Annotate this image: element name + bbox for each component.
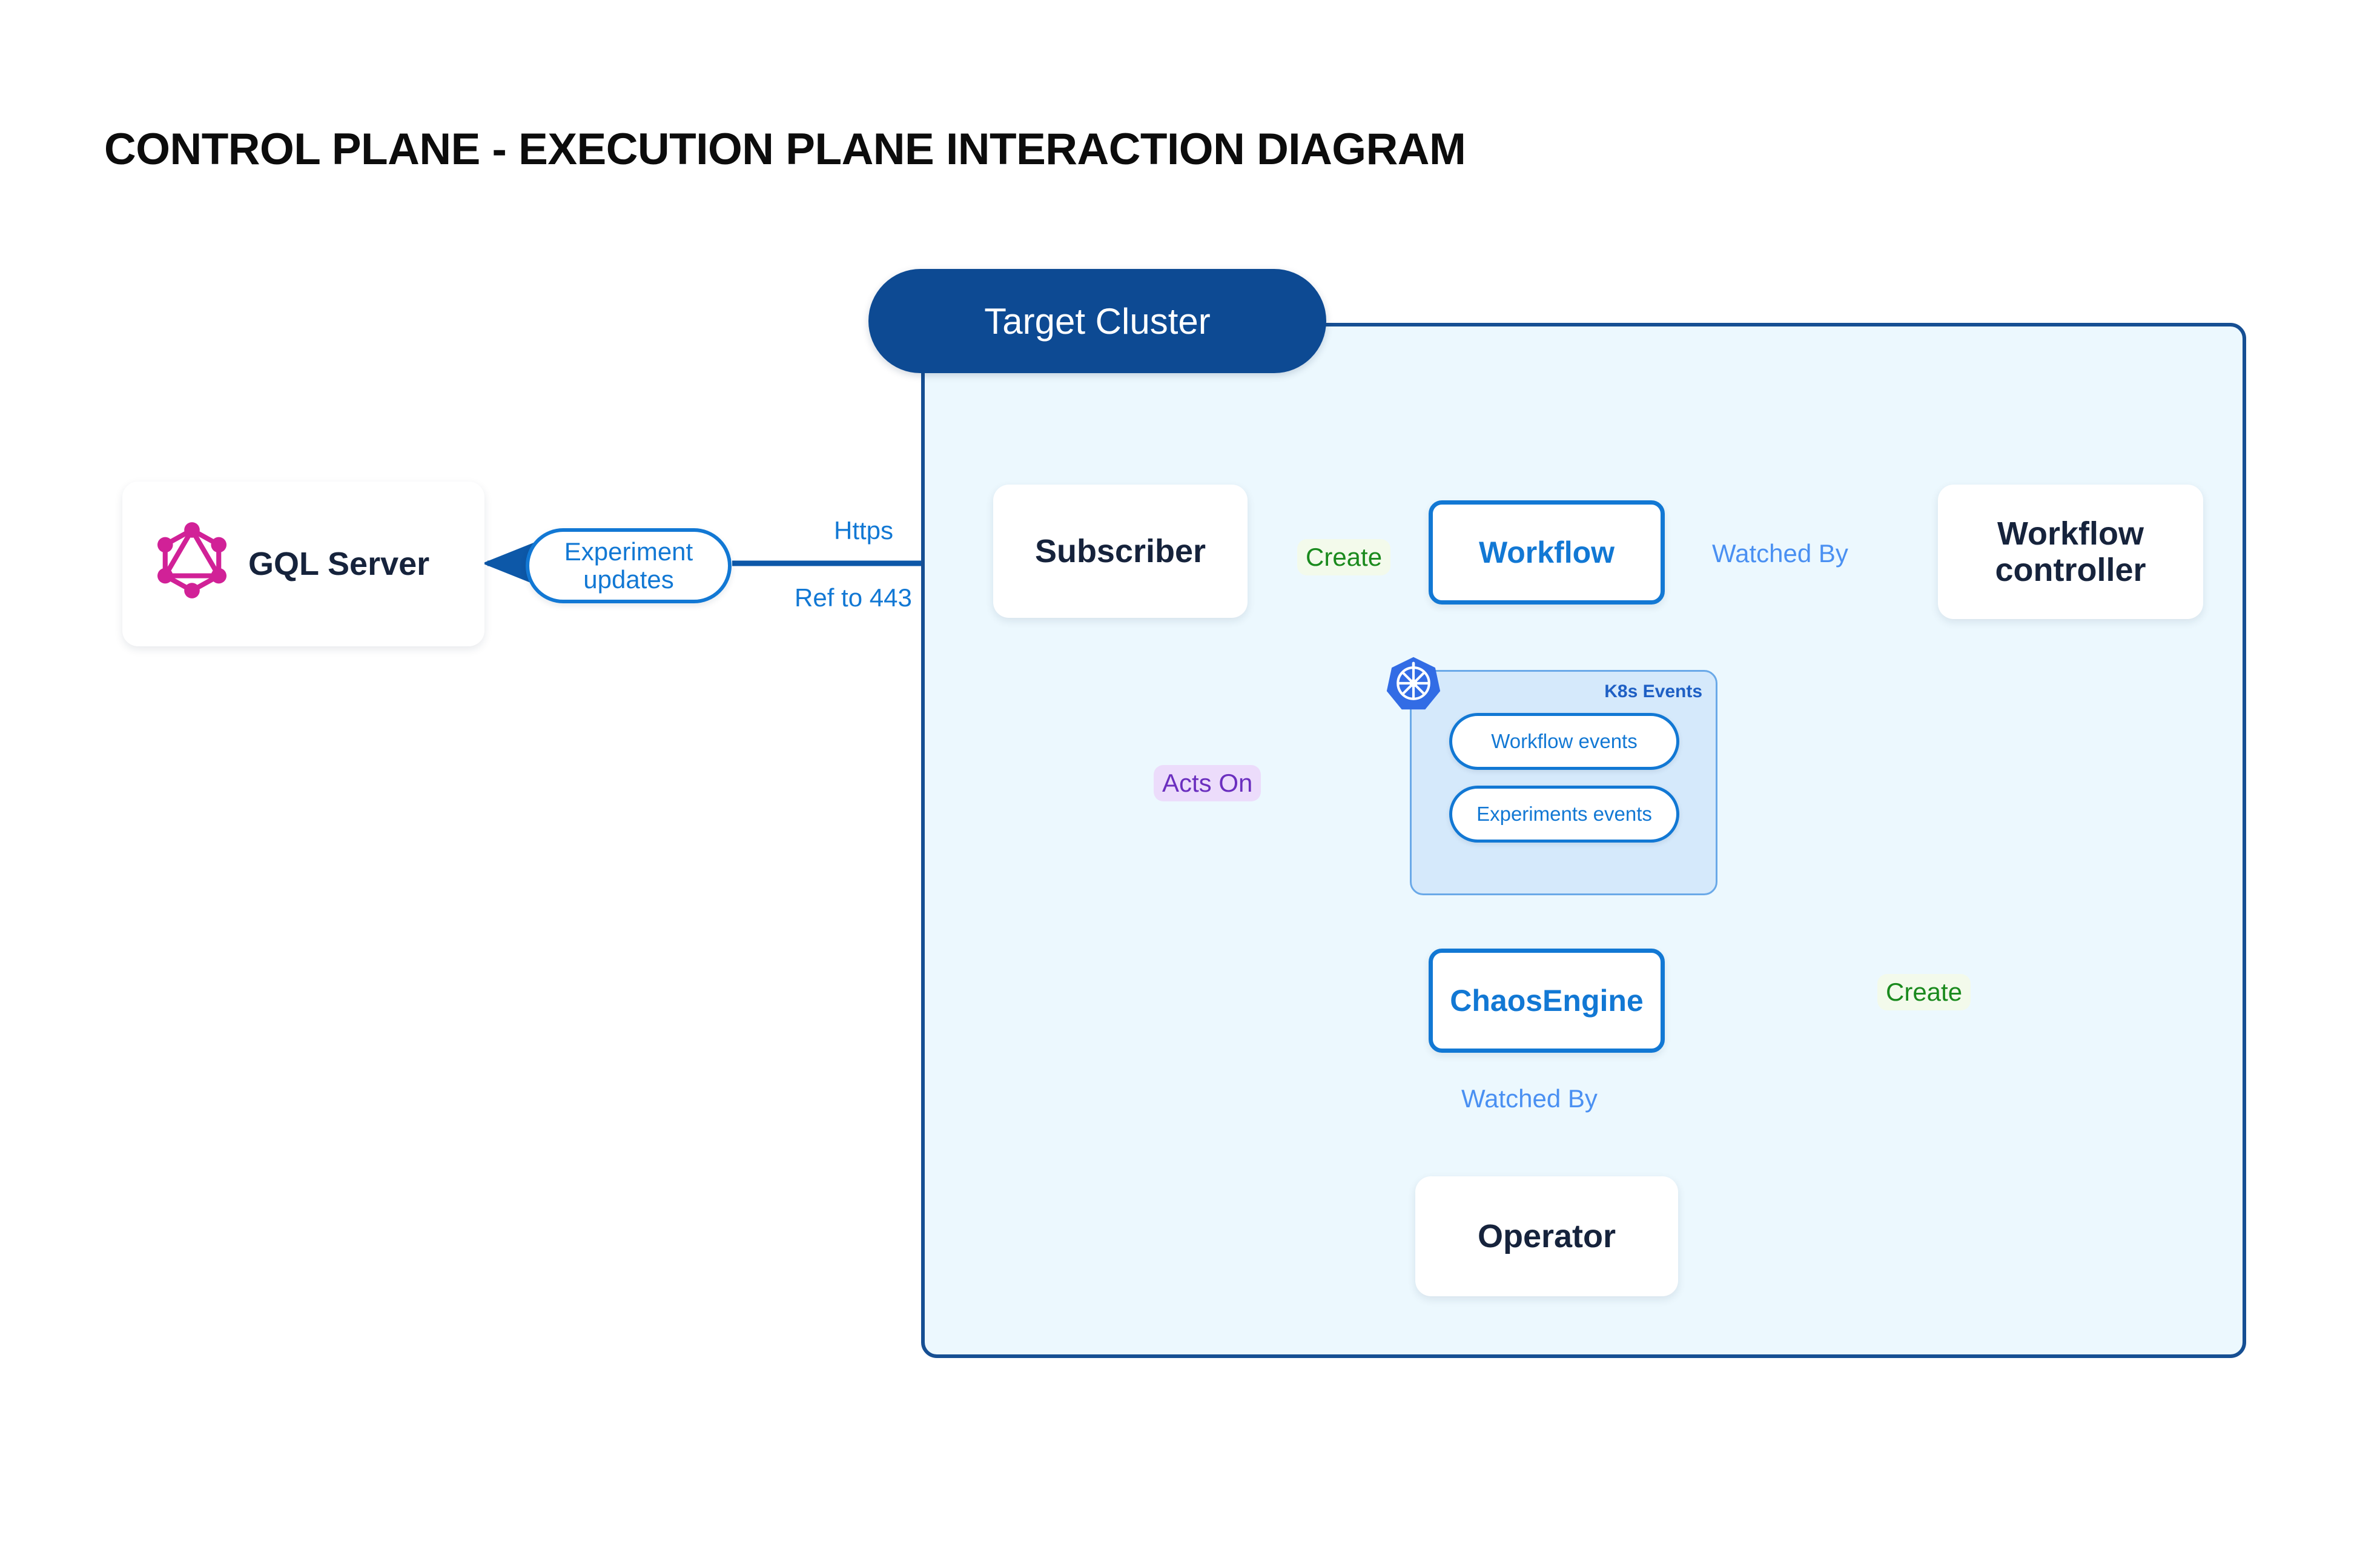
node-workflow-controller[interactable]: Workflow controller — [1938, 485, 2203, 619]
edge-label-ref-to-443: Ref to 443 — [795, 583, 912, 612]
target-cluster-badge: Target Cluster — [868, 269, 1326, 373]
node-chaosengine-label: ChaosEngine — [1450, 984, 1644, 1018]
kubernetes-logo-icon — [1386, 655, 1441, 711]
k8s-event-experiments-events[interactable]: Experiments events — [1449, 786, 1679, 843]
node-subscriber-label: Subscriber — [1034, 533, 1206, 569]
edge-label-https: Https — [834, 516, 894, 545]
node-subscriber[interactable]: Subscriber — [993, 485, 1248, 618]
k8s-events-group-label: K8s Events — [1604, 681, 1702, 701]
edge-label-create-chaosengine: Create — [1877, 974, 1971, 1010]
target-cluster-badge-label: Target Cluster — [984, 300, 1211, 342]
node-workflow[interactable]: Workflow — [1429, 500, 1665, 605]
node-workflow-controller-label: Workflow controller — [1995, 515, 2146, 588]
k8s-event-experiments-events-label: Experiments events — [1476, 803, 1652, 825]
edge-label-experiment-updates: Experiment updates — [526, 528, 732, 603]
node-operator[interactable]: Operator — [1415, 1176, 1678, 1296]
graphql-logo-icon — [156, 522, 228, 607]
node-gql-server[interactable]: GQL Server — [122, 482, 484, 646]
k8s-events-group: K8s Events Workflow events Experiments e… — [1410, 670, 1717, 895]
k8s-event-workflow-events[interactable]: Workflow events — [1449, 713, 1679, 770]
node-gql-server-label: GQL Server — [248, 546, 430, 582]
edge-label-acts-on: Acts On — [1154, 765, 1261, 801]
node-operator-label: Operator — [1477, 1218, 1616, 1254]
node-workflow-label: Workflow — [1478, 535, 1615, 569]
edge-label-create-workflow: Create — [1297, 539, 1391, 575]
page-title: CONTROL PLANE - EXECUTION PLANE INTERACT… — [104, 125, 1466, 174]
node-chaosengine[interactable]: ChaosEngine — [1429, 949, 1665, 1053]
edge-label-watched-by-operator: Watched By — [1461, 1084, 1598, 1113]
edge-label-watched-by-controller: Watched By — [1712, 539, 1848, 568]
k8s-event-workflow-events-label: Workflow events — [1491, 730, 1638, 752]
